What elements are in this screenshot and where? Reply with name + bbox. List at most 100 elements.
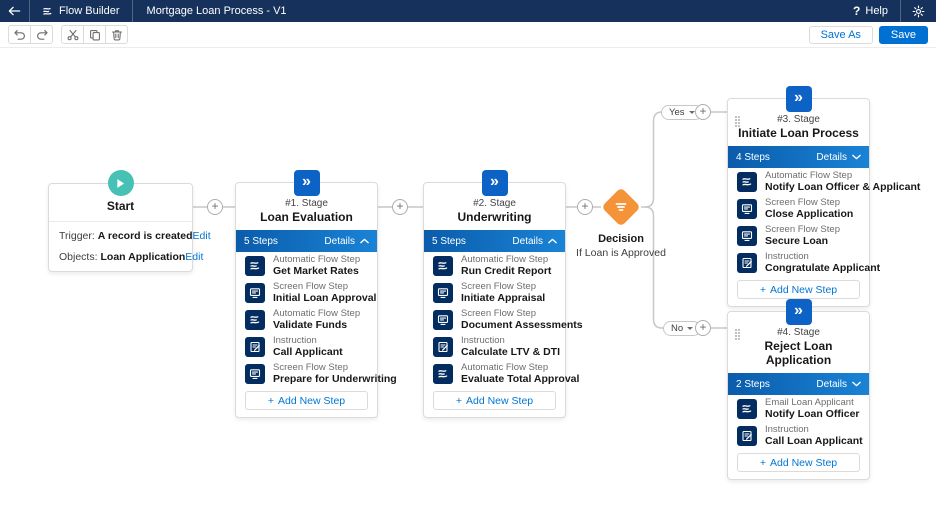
details-chevron-icon	[360, 238, 369, 244]
help-button[interactable]: ? Help	[841, 0, 900, 22]
add-new-step-button[interactable]: + Add New Step	[737, 280, 860, 299]
screen-step-icon	[433, 309, 453, 330]
back-button[interactable]	[0, 0, 30, 22]
details-toggle[interactable]: Details	[512, 236, 557, 247]
undo-button[interactable]	[8, 25, 31, 44]
details-toggle[interactable]: Details	[816, 379, 861, 390]
flow-step-icon	[433, 363, 453, 384]
stage-number: #2. Stage	[473, 198, 516, 209]
add-new-step-label: Add New Step	[770, 283, 838, 296]
step-type-label: Automatic Flow Step	[273, 307, 361, 319]
add-element-button[interactable]: +	[577, 199, 593, 215]
step-type-label: Screen Flow Step	[273, 361, 348, 373]
step-type-label: Instruction	[765, 250, 809, 262]
stage-name: Underwriting	[457, 210, 532, 224]
objects-value: Loan Application	[100, 250, 186, 263]
stage-steps-bar[interactable]: 5 Steps Details	[236, 230, 377, 252]
instruction-step-icon	[737, 425, 757, 446]
stage-number: #3. Stage	[777, 114, 820, 125]
save-button[interactable]: Save	[878, 25, 928, 44]
branch-pill-yes[interactable]: Yes	[661, 105, 703, 120]
double-chevron-icon: »	[302, 173, 311, 190]
stage-card-2[interactable]: » #2. Stage Underwriting 5 Steps Details…	[423, 170, 583, 418]
add-element-button[interactable]: +	[695, 320, 711, 336]
plus-icon: +	[455, 394, 462, 407]
redo-button[interactable]	[30, 25, 53, 44]
step-type-label: Screen Flow Step	[273, 280, 348, 292]
double-chevron-icon: »	[794, 89, 803, 106]
decision-subtitle: If Loan is Approved	[576, 247, 666, 259]
drag-handle-icon[interactable]	[735, 116, 741, 128]
add-element-button[interactable]: +	[392, 199, 408, 215]
details-toggle[interactable]: Details	[324, 236, 369, 247]
flow-builder-icon	[43, 7, 52, 15]
app-header: Flow Builder Mortgage Loan Process - V1 …	[0, 0, 936, 22]
decision-label: Decision If Loan is Approved	[556, 233, 686, 259]
stage-header: #2. Stage Underwriting	[424, 183, 565, 230]
flow-canvas[interactable]: Start Trigger: A record is created Edit …	[0, 48, 936, 526]
stage-name: Initiate Loan Process	[738, 126, 859, 140]
cut-button[interactable]	[61, 25, 84, 44]
stage-steps-bar[interactable]: 2 Steps Details	[728, 373, 869, 395]
step-type-label: Automatic Flow Step	[273, 253, 361, 265]
add-new-step-button[interactable]: + Add New Step	[245, 391, 368, 410]
step-type-label: Instruction	[765, 423, 809, 435]
step-name-label: Notify Loan Officer	[765, 407, 860, 420]
caret-down-icon	[687, 327, 694, 330]
details-toggle[interactable]: Details	[816, 152, 861, 163]
add-new-step-button[interactable]: + Add New Step	[433, 391, 556, 410]
stage-card-3[interactable]: » #3. Stage Initiate Loan Process 4 Step…	[727, 86, 920, 307]
double-chevron-icon: »	[490, 173, 499, 190]
settings-button[interactable]	[900, 0, 936, 22]
start-node[interactable]: Start Trigger: A record is created Edit …	[48, 170, 211, 272]
add-new-step-button[interactable]: + Add New Step	[737, 453, 860, 472]
trigger-value: A record is created	[97, 229, 193, 242]
step-type-label: Screen Flow Step	[765, 196, 840, 208]
save-as-button[interactable]: Save As	[808, 25, 873, 44]
add-new-step-label: Add New Step	[770, 456, 838, 469]
instruction-step-icon	[245, 336, 265, 357]
flow-step-icon	[245, 309, 265, 330]
copy-button[interactable]	[83, 25, 106, 44]
drag-handle-icon[interactable]	[735, 329, 741, 341]
undo-icon	[13, 29, 25, 40]
stage-number: #1. Stage	[285, 198, 328, 209]
start-trigger-row: Trigger: A record is created Edit	[49, 225, 211, 246]
scissors-icon	[67, 29, 78, 40]
add-element-button[interactable]: +	[695, 104, 711, 120]
add-element-button[interactable]: +	[207, 199, 223, 215]
edit-trigger-link[interactable]: Edit	[192, 229, 211, 242]
stage-card-4[interactable]: » #4. Stage Reject Loan Application 2 St…	[727, 299, 870, 480]
details-label: Details	[324, 235, 355, 247]
help-icon: ?	[853, 4, 861, 18]
edit-tools-group	[61, 25, 128, 44]
edit-objects-link[interactable]: Edit	[185, 250, 204, 263]
stage-card-1[interactable]: » #1. Stage Loan Evaluation 5 Steps Deta…	[235, 170, 397, 418]
delete-button[interactable]	[105, 25, 128, 44]
instruction-step-icon	[737, 252, 757, 273]
stage-steps-bar[interactable]: 4 Steps Details	[728, 146, 869, 168]
gear-icon	[912, 5, 925, 17]
step-name-label: Run Credit Report	[461, 264, 552, 277]
stage-steps-bar[interactable]: 5 Steps Details	[424, 230, 565, 252]
steps-count-label: 4 Steps	[736, 151, 770, 163]
step-type-label: Screen Flow Step	[765, 223, 840, 235]
